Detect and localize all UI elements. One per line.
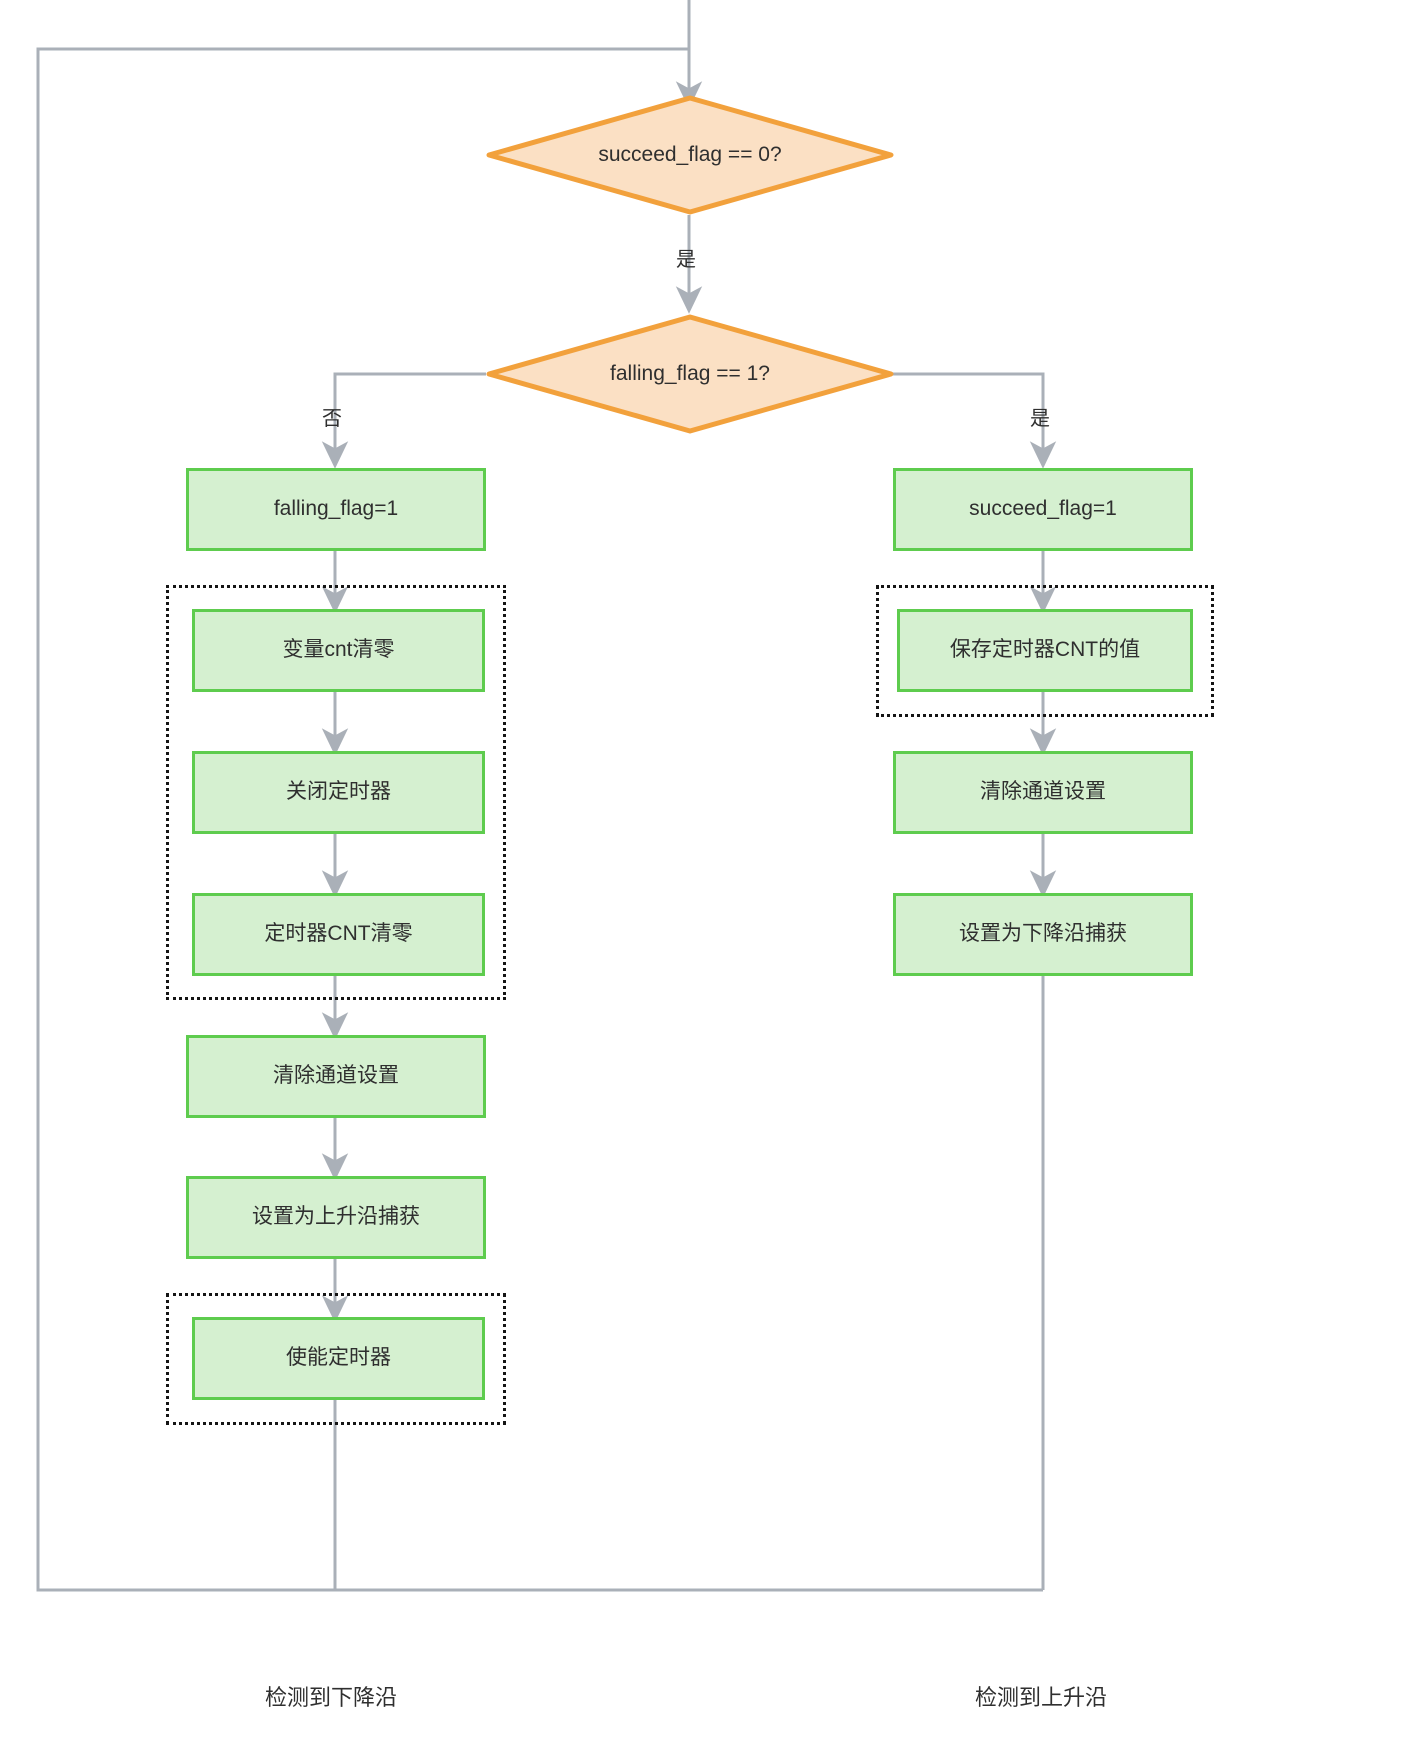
process-clear-channel-config-right[interactable]: 清除通道设置: [893, 751, 1193, 834]
decision-succeed-flag[interactable]: succeed_flag == 0?: [486, 95, 894, 215]
process-set-falling-edge-capture[interactable]: 设置为下降沿捕获: [893, 893, 1193, 976]
process-succeed-flag-set[interactable]: succeed_flag=1: [893, 468, 1193, 551]
caption-rising-edge-detected: 检测到上升沿: [975, 1685, 1108, 1710]
group-frame-left-enable: [166, 1293, 506, 1425]
process-clear-cnt-variable[interactable]: 变量cnt清零: [192, 609, 485, 692]
process-enable-timer[interactable]: 使能定时器: [192, 1317, 485, 1400]
edge-d2-yes-to-r1: [893, 372, 1057, 469]
edge-d2-no-to-l1: [321, 372, 486, 469]
process-set-rising-edge-capture[interactable]: 设置为上升沿捕获: [186, 1176, 486, 1259]
node-label: 使能定时器: [286, 1346, 391, 1370]
diamond-shape: [486, 95, 894, 215]
process-clear-timer-cnt[interactable]: 定时器CNT清零: [192, 893, 485, 976]
node-label: 关闭定时器: [286, 780, 391, 804]
group-frame-left-reset: [166, 585, 506, 1000]
process-stop-timer[interactable]: 关闭定时器: [192, 751, 485, 834]
process-falling-flag-set[interactable]: falling_flag=1: [186, 468, 486, 551]
decision-succeed-flag-label: succeed_flag == 0?: [598, 142, 782, 166]
edge-label-d2-no: 否: [322, 408, 342, 430]
process-clear-channel-config-left[interactable]: 清除通道设置: [186, 1035, 486, 1118]
node-label: 清除通道设置: [273, 1064, 399, 1088]
edge-label-d1-yes: 是: [676, 249, 696, 271]
edge-label-d2-yes: 是: [1030, 408, 1050, 430]
caption-falling-edge-detected: 检测到下降沿: [265, 1685, 398, 1710]
decision-falling-flag-label: falling_flag == 1?: [610, 361, 770, 385]
node-label: succeed_flag=1: [969, 497, 1117, 521]
node-label: 设置为下降沿捕获: [959, 922, 1127, 946]
node-label: 清除通道设置: [980, 780, 1106, 804]
node-label: 变量cnt清零: [282, 638, 395, 662]
node-label: 设置为上升沿捕获: [252, 1205, 420, 1229]
diamond-shape: [486, 314, 894, 434]
node-label: falling_flag=1: [273, 497, 399, 521]
node-label: 定时器CNT清零: [264, 922, 413, 946]
process-save-timer-cnt[interactable]: 保存定时器CNT的值: [897, 609, 1193, 692]
group-frame-right-save: [876, 585, 1214, 717]
node-label: 保存定时器CNT的值: [949, 638, 1141, 662]
decision-falling-flag[interactable]: falling_flag == 1?: [486, 314, 894, 434]
